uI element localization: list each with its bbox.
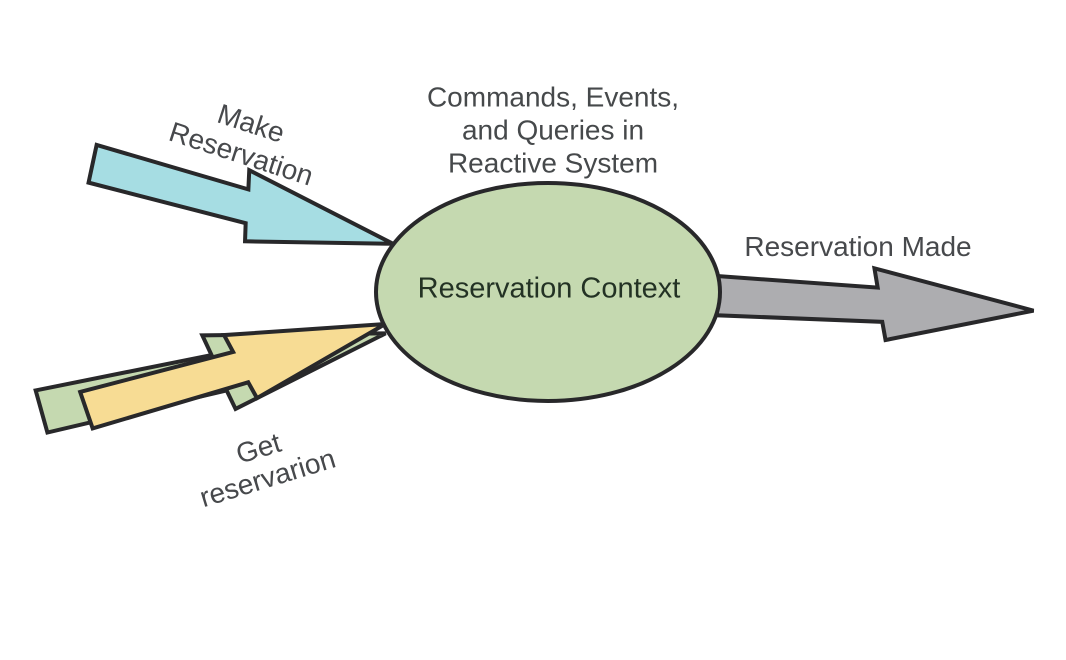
reservation-made-label: Reservation Made — [744, 231, 972, 262]
get-reservation-arrow[interactable] — [76, 292, 395, 444]
diagram-title: Commands, Events, and Queries in Reactiv… — [426, 81, 680, 179]
reservation-made-arrow[interactable] — [714, 260, 1035, 348]
reservation-context-node[interactable] — [374, 181, 722, 403]
context-node-label: Reservation Context — [417, 272, 681, 305]
